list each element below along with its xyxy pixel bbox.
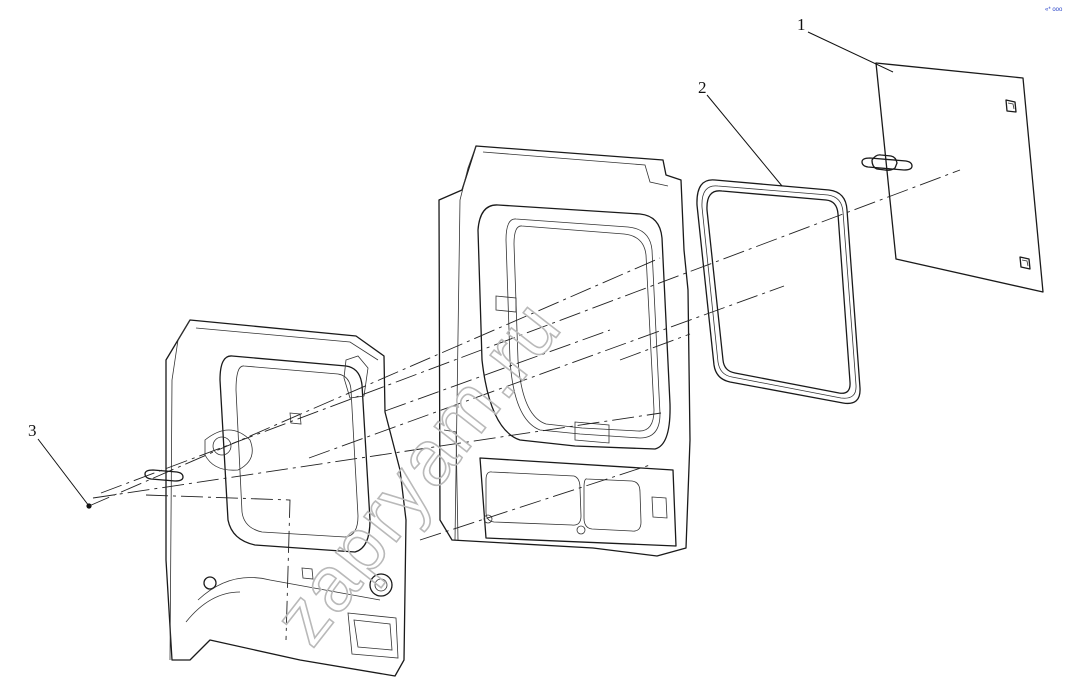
callout-label-2: 2 — [698, 78, 707, 97]
door-inner-panel — [438, 145, 691, 557]
corner-mark: «* ooo — [1045, 7, 1063, 13]
callout-label-1: 1 — [797, 15, 806, 34]
window-glass — [861, 62, 1044, 293]
callout-label-3: 3 — [28, 421, 37, 440]
window-seal — [696, 179, 861, 405]
leader-lines — [37, 31, 894, 507]
rear-side-trim-panel — [144, 319, 407, 677]
assembly-axis-lines — [88, 169, 961, 641]
watermark-text: zapryam.ru — [256, 283, 578, 660]
